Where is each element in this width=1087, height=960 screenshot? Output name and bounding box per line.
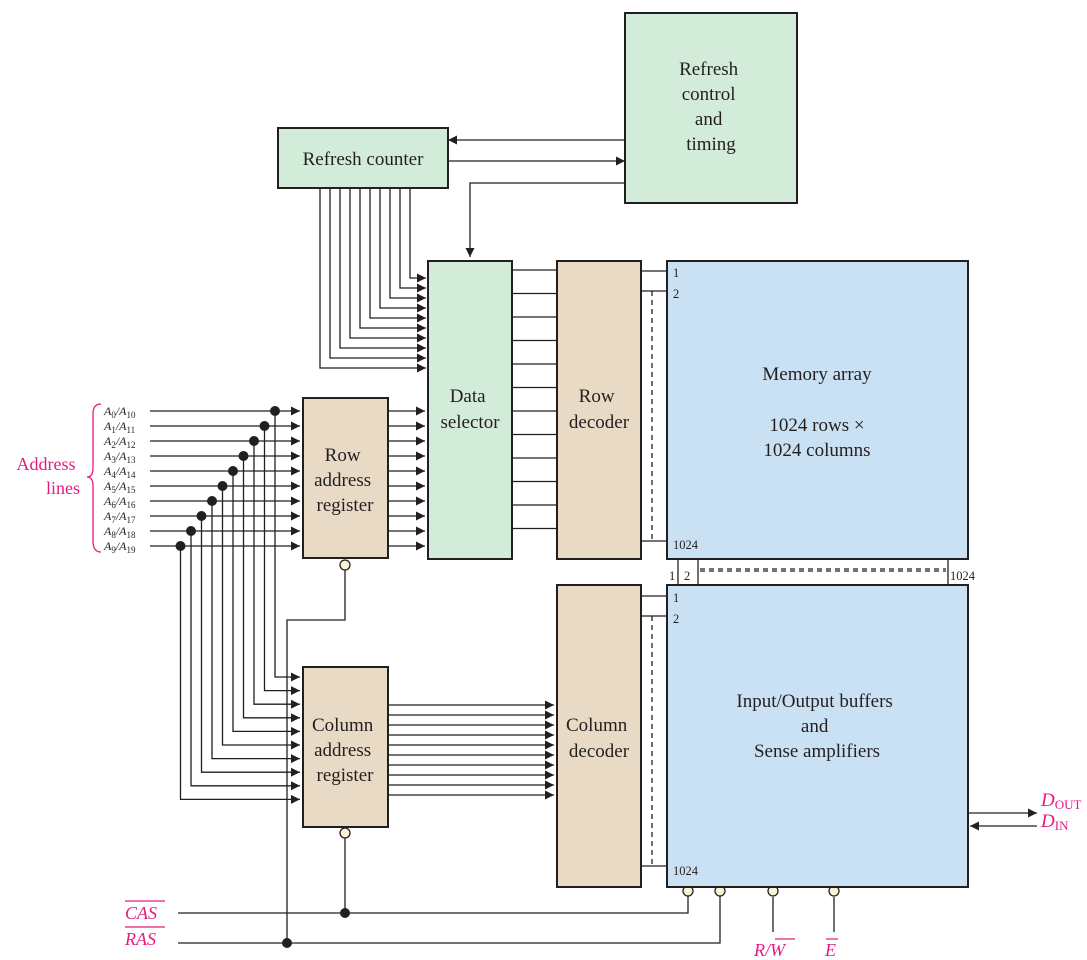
address-to-column-register-wire bbox=[200, 516, 300, 777]
d-out-label: DOUT bbox=[1040, 790, 1082, 812]
ras-label: RAS bbox=[124, 929, 156, 949]
wires bbox=[150, 135, 1037, 948]
address-line-label: A9/A19 bbox=[103, 539, 136, 555]
address-line-label: A4/A14 bbox=[103, 464, 136, 480]
io-buffers-block bbox=[666, 584, 969, 888]
cas-line bbox=[178, 896, 689, 914]
counter-to-selector-wire bbox=[399, 188, 426, 293]
row-pin-1024: 1024 bbox=[673, 538, 699, 552]
data-selector-block bbox=[427, 260, 513, 560]
address-line-label: A7/A17 bbox=[103, 509, 136, 525]
row-address-register-block bbox=[302, 397, 389, 559]
col-pin-1: 1 bbox=[673, 591, 679, 605]
memory-array-size-line2: 1024 columns bbox=[763, 440, 870, 461]
column-decoder-label: Column decoder bbox=[566, 715, 632, 762]
address-to-column-register-wire bbox=[253, 441, 300, 709]
row-reg-clock-bubble bbox=[339, 559, 351, 571]
column-address-register-block bbox=[302, 666, 389, 828]
memory-array-block bbox=[666, 260, 969, 560]
counter-to-selector-wire bbox=[319, 188, 426, 373]
io-buffers-label: Input/Output buffers and Sense amplifier… bbox=[736, 691, 897, 762]
memory-array-title: Memory array bbox=[762, 364, 872, 385]
refresh-control-block bbox=[624, 12, 798, 204]
address-to-column-register-wire bbox=[211, 501, 300, 764]
address-line-labels: A0/A10A1/A11A2/A12A3/A13A4/A14A5/A15A6/A… bbox=[103, 404, 136, 555]
sense-pin-1024: 1024 bbox=[950, 569, 976, 583]
address-line-label: A8/A18 bbox=[103, 524, 136, 540]
d-in-label: DIN bbox=[1040, 811, 1069, 833]
cas-label: CAS bbox=[125, 903, 157, 923]
counter-to-selector-wire bbox=[359, 188, 426, 333]
counter-to-selector-wire bbox=[409, 188, 426, 283]
counter-to-selector-wire bbox=[369, 188, 426, 323]
d-in-main: D bbox=[1040, 811, 1055, 832]
d-out-sub: OUT bbox=[1055, 797, 1082, 812]
address-to-column-register-wire bbox=[263, 426, 300, 696]
row-address-register-label: Row address register bbox=[314, 445, 376, 516]
enable-label: E bbox=[824, 940, 836, 960]
counter-to-selector-wire bbox=[389, 188, 426, 303]
address-to-column-register-wire bbox=[190, 531, 300, 791]
refresh-control-label: Refresh control and timing bbox=[679, 59, 743, 155]
ras-line bbox=[178, 896, 721, 944]
memory-array-size-line1: 1024 rows × bbox=[769, 415, 864, 436]
row-pin-1: 1 bbox=[673, 266, 679, 280]
d-out-main: D bbox=[1040, 790, 1055, 811]
column-decoder-block bbox=[556, 584, 642, 888]
address-line-label: A1/A11 bbox=[103, 419, 135, 435]
address-line-label: A3/A13 bbox=[103, 449, 136, 465]
refresh-counter-block bbox=[277, 127, 449, 189]
address-line-label: A6/A16 bbox=[103, 494, 136, 510]
row-decoder-block bbox=[556, 260, 642, 560]
address-line-label: A0/A10 bbox=[103, 404, 136, 420]
address-lines-brace bbox=[86, 403, 102, 553]
counter-to-selector-wire bbox=[329, 188, 426, 363]
ras-junction bbox=[282, 938, 292, 948]
col-pin-1024: 1024 bbox=[673, 864, 699, 878]
sense-pin-1: 1 bbox=[669, 569, 675, 583]
address-to-column-register-wire bbox=[274, 411, 300, 682]
counter-to-selector-wire bbox=[339, 188, 426, 353]
column-address-register-label: Column address register bbox=[312, 715, 378, 786]
col-reg-clock-bubble bbox=[339, 827, 351, 839]
address-to-column-register-wire bbox=[179, 546, 300, 804]
d-in-sub: IN bbox=[1055, 818, 1069, 833]
counter-to-selector-wire bbox=[349, 188, 426, 343]
address-to-column-register-wire bbox=[242, 456, 300, 723]
row-pin-2: 2 bbox=[673, 287, 679, 301]
address-line-label: A2/A12 bbox=[103, 434, 136, 450]
rw-read: R/ bbox=[753, 940, 772, 960]
ras-to-row-register-wire bbox=[286, 570, 346, 943]
rw-write: W bbox=[770, 940, 787, 960]
row-decoder-label: Row decoder bbox=[569, 386, 630, 433]
refresh-ctrl-to-selector-arrow bbox=[465, 182, 625, 257]
counter-to-selector-wire bbox=[379, 188, 426, 313]
address-line-label: A5/A15 bbox=[103, 479, 136, 495]
cas-junction bbox=[340, 908, 350, 918]
refresh-counter-label: Refresh counter bbox=[303, 149, 424, 170]
address-to-column-register-wire bbox=[232, 471, 300, 736]
data-selector-label: Data selector bbox=[440, 386, 500, 433]
address-lines-label: Address lines bbox=[17, 454, 81, 498]
col-pin-2: 2 bbox=[673, 612, 679, 626]
address-to-column-register-wire bbox=[221, 486, 300, 750]
sense-pin-2: 2 bbox=[684, 569, 690, 583]
rw-label: R/W bbox=[753, 940, 787, 960]
